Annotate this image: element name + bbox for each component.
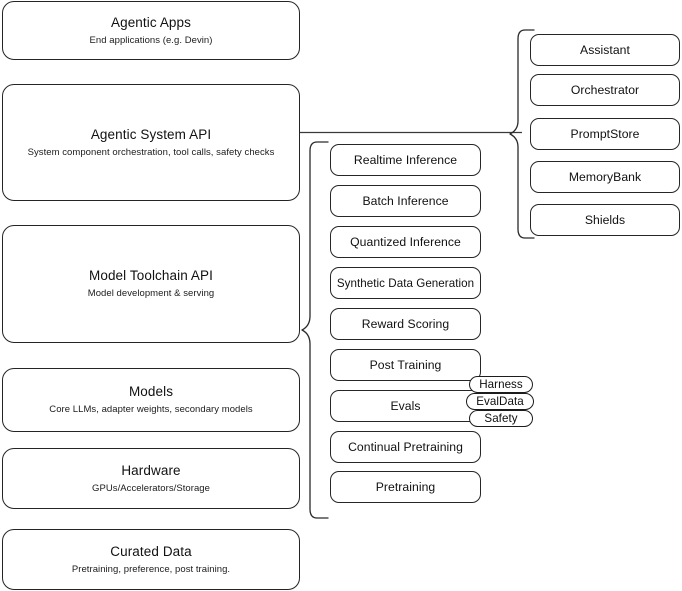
chip-realtime-inference[interactable]: Realtime Inference: [330, 144, 481, 176]
layer-subtitle: Model development & serving: [87, 288, 215, 299]
chip-label: Continual Pretraining: [348, 440, 463, 454]
chip-evals[interactable]: Evals: [330, 390, 481, 422]
layer-title: Curated Data: [110, 543, 192, 559]
chip-continual-pretraining[interactable]: Continual Pretraining: [330, 431, 481, 463]
layer-agentic-system-api[interactable]: Agentic System API System component orch…: [2, 84, 300, 201]
chip-label: Evals: [390, 399, 421, 413]
pill-label: Harness: [479, 378, 523, 391]
layer-title: Agentic System API: [90, 126, 212, 142]
layer-title: Models: [128, 384, 174, 399]
brace-model-toolchain: [300, 140, 330, 520]
layer-subtitle: System component orchestration, tool cal…: [27, 146, 275, 158]
pill-label: EvalData: [476, 395, 524, 408]
chip-shields[interactable]: Shields: [530, 204, 680, 236]
chip-label: MemoryBank: [568, 170, 642, 184]
layer-subtitle: End applications (e.g. Devin): [89, 34, 213, 46]
pill-label: Safety: [484, 412, 518, 425]
layer-model-toolchain-api[interactable]: Model Toolchain API Model development & …: [2, 225, 300, 343]
layer-title: Hardware: [121, 462, 181, 478]
chip-assistant[interactable]: Assistant: [530, 34, 680, 66]
chip-quantized-inference[interactable]: Quantized Inference: [330, 226, 481, 258]
chip-promptstore[interactable]: PromptStore: [530, 118, 680, 150]
chip-label: Synthetic Data Generation: [336, 276, 475, 290]
chip-reward-scoring[interactable]: Reward Scoring: [330, 308, 481, 340]
chip-label: Realtime Inference: [353, 153, 458, 167]
chip-memorybank[interactable]: MemoryBank: [530, 161, 680, 193]
pill-safety[interactable]: Safety: [469, 410, 533, 427]
pill-evaldata[interactable]: EvalData: [466, 393, 534, 410]
chip-label: Post Training: [369, 358, 442, 372]
chip-label: Shields: [584, 213, 626, 227]
layer-subtitle: Core LLMs, adapter weights, secondary mo…: [49, 404, 253, 415]
layer-title: Agentic Apps: [110, 14, 191, 30]
pill-harness[interactable]: Harness: [469, 376, 533, 393]
layer-agentic-apps[interactable]: Agentic Apps End applications (e.g. Devi…: [2, 1, 300, 60]
layer-subtitle: GPUs/Accelerators/Storage: [92, 482, 210, 494]
layer-subtitle: Pretraining, preference, post training.: [71, 563, 231, 575]
chip-batch-inference[interactable]: Batch Inference: [330, 185, 481, 217]
chip-synthetic-data-generation[interactable]: Synthetic Data Generation: [330, 267, 481, 299]
layer-title: Model Toolchain API: [89, 268, 213, 283]
chip-label: Pretraining: [375, 480, 436, 494]
chip-label: Batch Inference: [362, 194, 449, 208]
layer-models[interactable]: Models Core LLMs, adapter weights, secon…: [2, 368, 300, 432]
chip-label: Orchestrator: [570, 83, 640, 97]
chip-label: Quantized Inference: [350, 235, 461, 249]
layer-hardware[interactable]: Hardware GPUs/Accelerators/Storage: [2, 448, 300, 509]
chip-label: PromptStore: [570, 127, 640, 141]
chip-pretraining[interactable]: Pretraining: [330, 471, 481, 503]
chip-post-training[interactable]: Post Training: [330, 349, 481, 381]
chip-label: Assistant: [580, 43, 630, 57]
layer-curated-data[interactable]: Curated Data Pretraining, preference, po…: [2, 529, 300, 590]
chip-orchestrator[interactable]: Orchestrator: [530, 74, 680, 106]
chip-label: Reward Scoring: [361, 317, 450, 331]
connector-system-api-to-components: [300, 126, 525, 140]
